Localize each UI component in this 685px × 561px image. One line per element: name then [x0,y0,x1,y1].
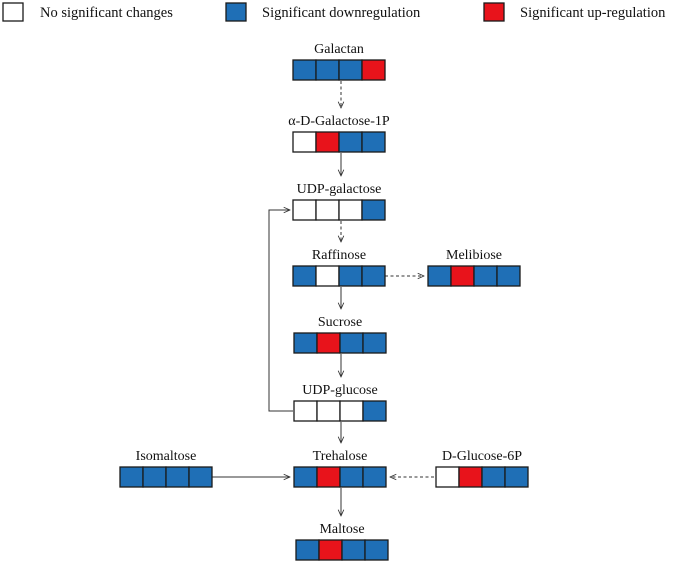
node-cell-galactan-4 [361,59,386,81]
node-cell-maltose-2 [318,539,343,561]
node-cell-maltose-1 [295,539,320,561]
node-cell-sucrose-3 [339,332,364,354]
node-cell-melibiose-4 [496,265,521,287]
node-trehalose: Trehalose [293,449,387,488]
node-cell-melibiose-2 [450,265,475,287]
node-cell-galactose1p-2 [315,131,340,153]
node-cell-udpglucose-1 [293,400,318,422]
node-cell-maltose-4 [364,539,389,561]
node-cell-udpgalactose-3 [338,199,363,221]
node-glucose6p: D-Glucose-6P [435,449,529,488]
node-cell-udpgalactose-4 [361,199,386,221]
node-udpglucose: UDP-glucose [293,383,387,422]
node-cell-raffinose-2 [315,265,340,287]
node-cell-glucose6p-3 [481,466,506,488]
node-cell-udpgalactose-1 [292,199,317,221]
node-sucrose: Sucrose [293,315,387,354]
node-cell-udpglucose-3 [339,400,364,422]
node-udpgalactose: UDP-galactose [292,182,386,221]
node-raffinose: Raffinose [292,248,386,287]
node-cell-sucrose-1 [293,332,318,354]
node-cell-glucose6p-4 [504,466,529,488]
legend-swatch-downregulation [225,2,247,22]
node-cell-galactose1p-3 [338,131,363,153]
node-label-trehalose: Trehalose [313,449,368,464]
legend: No significant changes Significant downr… [2,2,666,22]
node-melibiose: Melibiose [427,248,521,287]
legend-label-upregulation: Significant up-regulation [520,5,666,21]
node-galactose1p: α-D-Galactose-1P [288,114,390,153]
node-galactan: Galactan [292,42,386,81]
node-cell-udpglucose-2 [316,400,341,422]
node-cell-isomaltose-2 [142,466,167,488]
legend-label-no-change: No significant changes [40,5,173,21]
node-cell-glucose6p-2 [458,466,483,488]
node-cell-melibiose-1 [427,265,452,287]
node-cell-melibiose-3 [473,265,498,287]
node-cell-galactan-3 [338,59,363,81]
node-isomaltose: Isomaltose [119,449,213,488]
legend-item-no-change: No significant changes [2,2,173,22]
pathway-edges [212,81,434,516]
node-label-udpglucose: UDP-glucose [302,383,377,398]
legend-item-downregulation: Significant downregulation [225,2,421,22]
node-label-udpgalactose: UDP-galactose [297,182,382,197]
node-cell-glucose6p-1 [435,466,460,488]
node-cell-trehalose-1 [293,466,318,488]
node-cell-maltose-3 [341,539,366,561]
legend-swatch-upregulation [483,2,505,22]
node-cell-sucrose-2 [316,332,341,354]
node-cell-raffinose-4 [361,265,386,287]
edge-udpglucose-to-udpgalactose [268,210,293,412]
node-label-galactan: Galactan [314,42,364,57]
node-cell-raffinose-3 [338,265,363,287]
node-label-glucose6p: D-Glucose-6P [442,449,522,464]
node-cell-trehalose-2 [316,466,341,488]
node-label-isomaltose: Isomaltose [136,449,197,464]
node-cell-trehalose-4 [362,466,387,488]
pathway-nodes: Galactan α-D-Galactose-1P UDP-galactoseRaf… [119,42,529,561]
node-label-raffinose: Raffinose [312,248,366,263]
node-cell-trehalose-3 [339,466,364,488]
legend-label-downregulation: Significant downregulation [262,5,421,21]
node-cell-isomaltose-3 [165,466,190,488]
node-cell-udpgalactose-2 [315,199,340,221]
node-label-sucrose: Sucrose [318,315,362,330]
legend-swatch-no-change [2,2,24,22]
node-cell-udpglucose-4 [362,400,387,422]
node-label-galactose1p: α-D-Galactose-1P [288,114,390,129]
node-cell-galactan-2 [315,59,340,81]
node-cell-sucrose-4 [362,332,387,354]
node-label-melibiose: Melibiose [446,248,502,263]
node-cell-isomaltose-4 [188,466,213,488]
node-cell-galactose1p-1 [292,131,317,153]
node-cell-galactose1p-4 [361,131,386,153]
node-cell-isomaltose-1 [119,466,144,488]
legend-item-upregulation: Significant up-regulation [483,2,666,22]
node-maltose: Maltose [295,522,389,561]
node-cell-galactan-1 [292,59,317,81]
node-label-maltose: Maltose [319,522,364,537]
node-cell-raffinose-1 [292,265,317,287]
